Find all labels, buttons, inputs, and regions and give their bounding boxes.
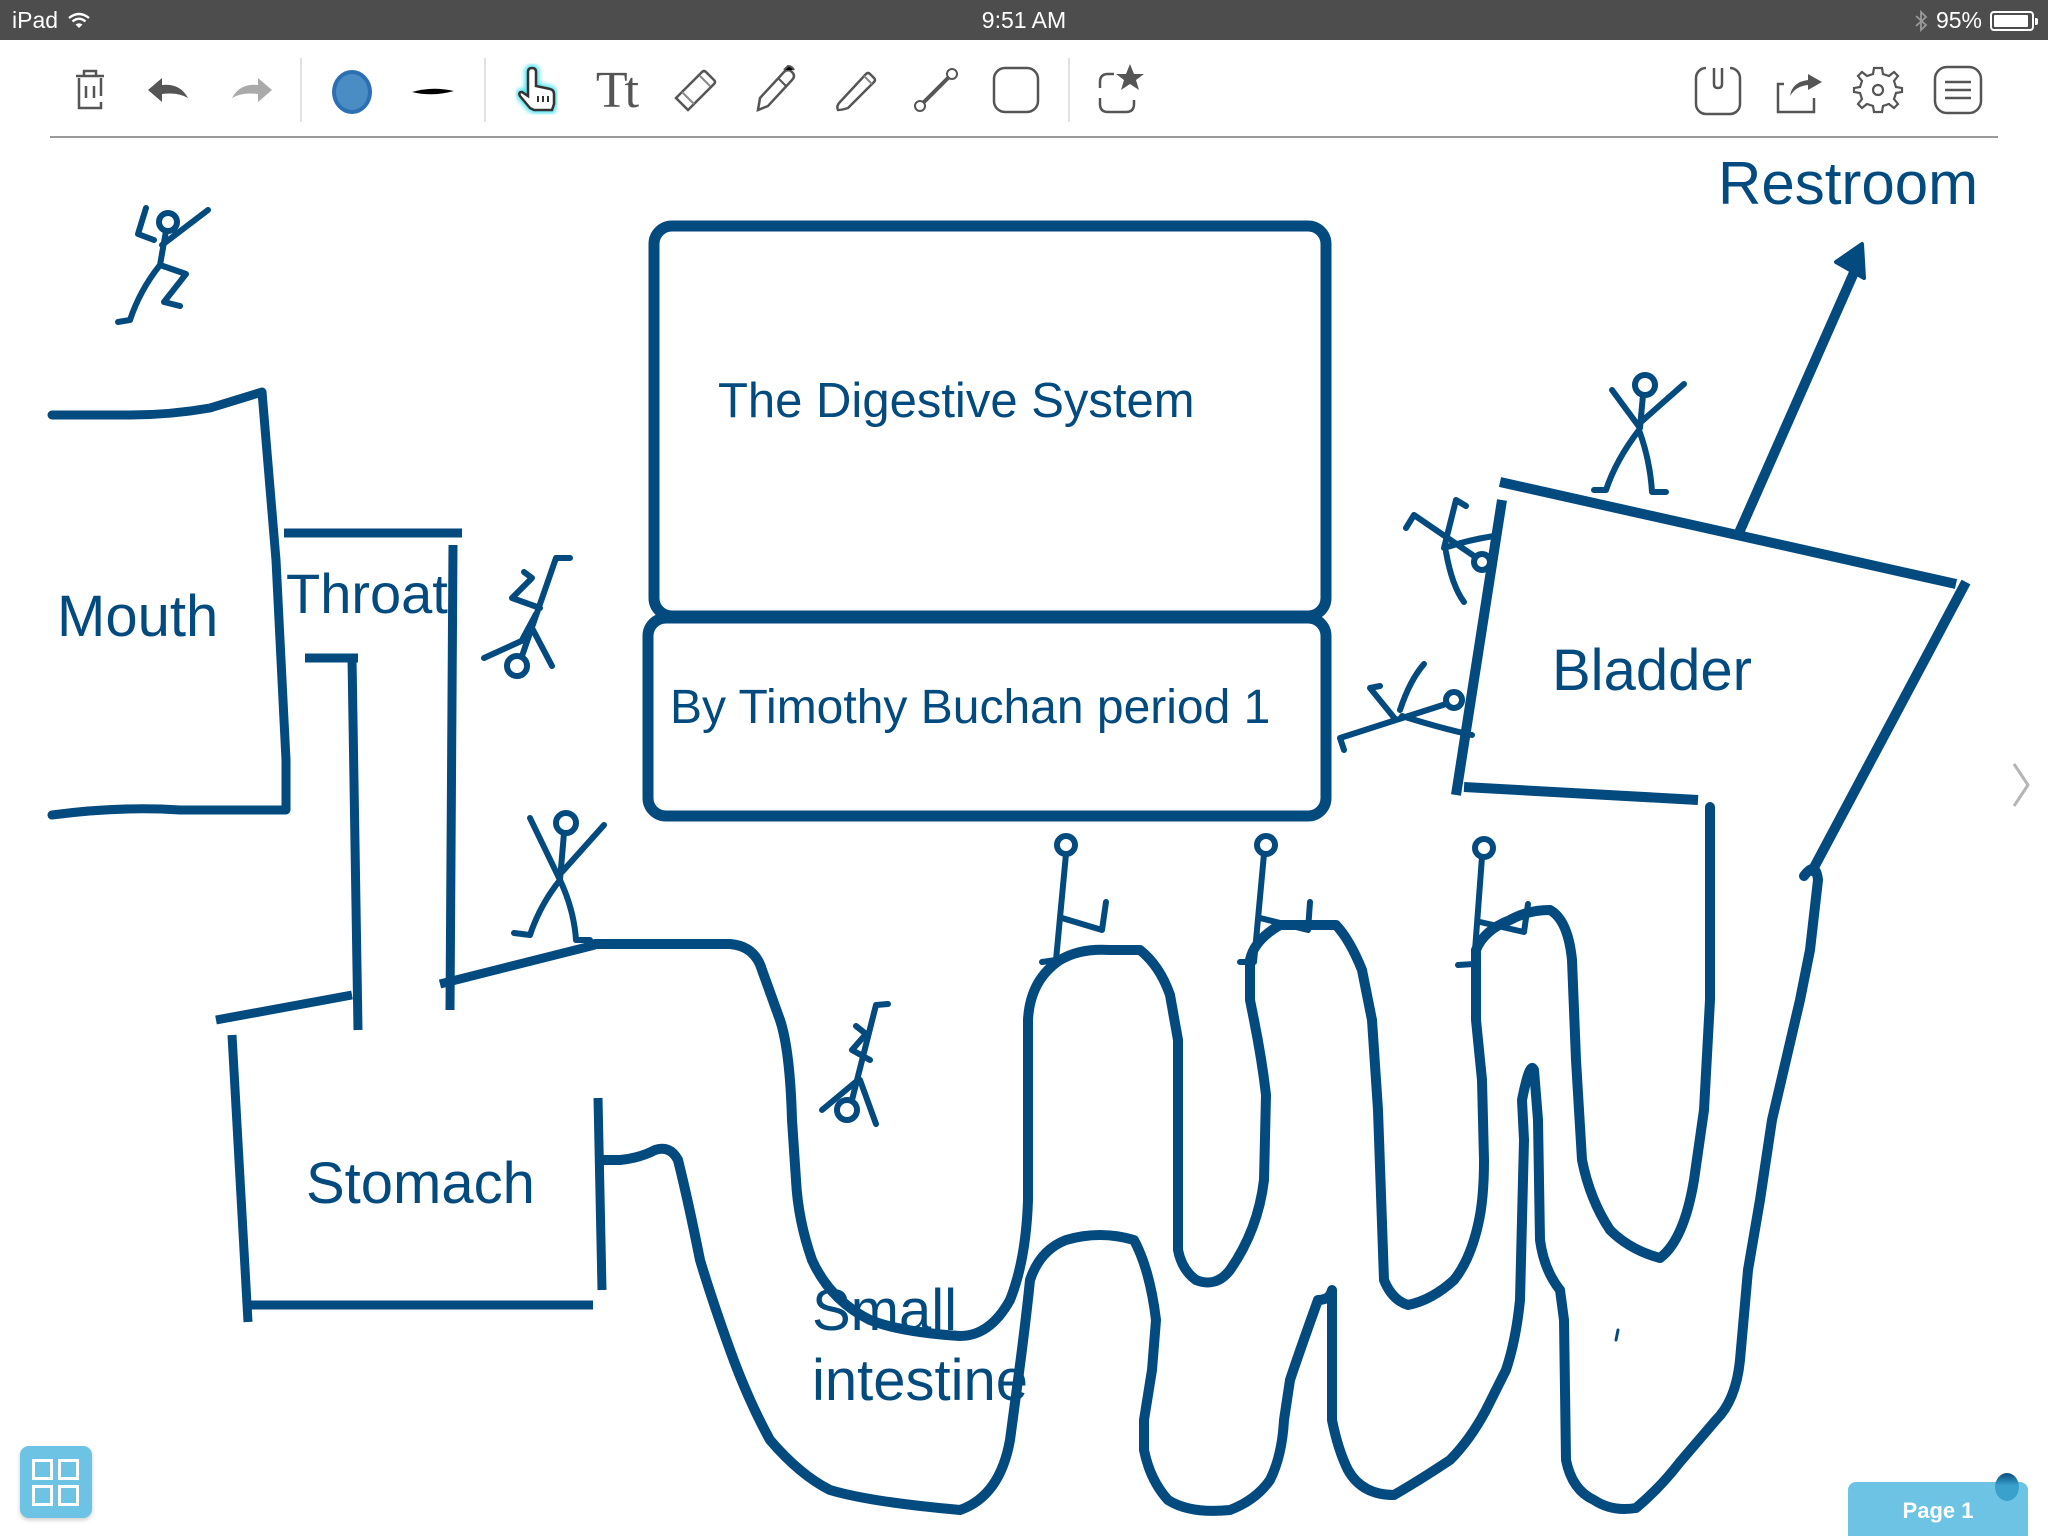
small-intestine-upper <box>590 802 1715 1341</box>
menu-button[interactable] <box>1926 58 1990 122</box>
stick-figure-climbing-2 <box>1337 661 1475 753</box>
stick-figure-sitting-1 <box>1039 833 1109 965</box>
stomach-left-wall <box>227 1034 253 1323</box>
line-tool-icon <box>914 68 958 112</box>
stick-figure-cheering-stomach <box>511 810 607 943</box>
stroke-width-icon <box>412 88 454 95</box>
line-tool-button[interactable] <box>904 58 968 122</box>
settings-button[interactable] <box>1846 58 1910 122</box>
share-icon <box>1776 74 1822 114</box>
stroke-width-button[interactable] <box>400 58 464 122</box>
device-name: iPad <box>12 7 59 33</box>
author-box <box>642 612 1332 822</box>
color-picker-button[interactable] <box>320 58 384 122</box>
toolbar: Tt <box>0 40 2048 140</box>
mouth-label: Mouth <box>57 584 219 649</box>
small-intestine-label-line2: intestine <box>812 1348 1029 1413</box>
pencil-button[interactable] <box>824 58 888 122</box>
stick-figure-cheering-bladder <box>1591 372 1687 495</box>
redo-arrow-icon <box>232 78 272 102</box>
throat-label: Throat <box>286 562 448 625</box>
shape-tool-button[interactable] <box>984 58 1048 122</box>
bladder-top <box>1498 477 1958 589</box>
author-label: By Timothy Buchan period 1 <box>670 681 1271 734</box>
color-swatch-icon <box>332 70 372 114</box>
grid-cell-icon <box>58 1459 79 1480</box>
grid-cell-icon <box>58 1485 79 1506</box>
chevron-right-icon[interactable] <box>2010 760 2034 810</box>
star-stamp-icon <box>1098 64 1144 114</box>
paperclip-icon <box>1694 64 1742 116</box>
small-intestine-label-line1: Small <box>812 1278 958 1343</box>
toolbar-divider <box>1068 58 1070 122</box>
restroom-arrow-head <box>1834 242 1866 280</box>
menu-list-icon <box>1933 65 1983 115</box>
pages-grid-button[interactable] <box>20 1446 92 1518</box>
page-indicator-dot <box>1995 1473 2019 1501</box>
restroom-arrow-shaft <box>1733 265 1861 538</box>
restroom-label: Restroom <box>1718 150 1979 217</box>
stomach-right-wall <box>593 1097 607 1291</box>
toolbar-divider-line <box>50 136 1998 138</box>
grid-cell-icon <box>32 1459 53 1480</box>
title-label: The Digestive System <box>718 374 1195 428</box>
undo-button[interactable] <box>138 58 202 122</box>
battery-icon <box>1990 10 2038 31</box>
eraser-button[interactable] <box>664 58 728 122</box>
bladder-left-wall <box>1451 499 1507 796</box>
toolbar-divider <box>300 58 302 122</box>
stick-figure-jumping <box>115 205 211 325</box>
eraser-icon <box>674 69 717 112</box>
undo-arrow-icon <box>148 78 188 102</box>
pen-button[interactable] <box>744 58 808 122</box>
wifi-icon <box>68 12 90 28</box>
stomach-label: Stomach <box>306 1151 535 1216</box>
hand-pointer-icon <box>515 64 558 114</box>
stick-figure-sitting-2 <box>1237 833 1313 965</box>
bladder-right-wall <box>1805 579 1971 878</box>
toolbar-divider <box>484 58 486 122</box>
hand-tool-button[interactable] <box>504 58 568 122</box>
stomach-top-left <box>215 990 353 1025</box>
drawing-canvas[interactable]: The Digestive System By Timothy Buchan p… <box>0 140 2048 1536</box>
pen-icon <box>756 64 796 112</box>
page-tab[interactable]: Page 1 <box>1848 1482 2028 1536</box>
trash-icon <box>76 69 104 110</box>
clock: 9:51 AM <box>981 7 1067 33</box>
gear-icon <box>1852 66 1904 114</box>
pencil-icon <box>836 71 877 112</box>
ink-layer <box>47 205 1971 1516</box>
bluetooth-icon <box>1915 9 1928 32</box>
grid-cell-icon <box>32 1485 53 1506</box>
text-tool-icon: Tt <box>595 61 639 119</box>
stick-figure-climbing-1 <box>1403 497 1497 605</box>
redo-button[interactable] <box>218 58 282 122</box>
bladder-bottom <box>1463 782 1699 805</box>
stick-figure-upside-down-intestine <box>819 1001 891 1127</box>
attach-button[interactable] <box>1686 58 1750 122</box>
bladder-label: Bladder <box>1552 638 1752 703</box>
small-intestine-lower <box>597 864 1823 1516</box>
battery-percent: 95% <box>1935 7 1982 33</box>
status-bar: iPad 9:51 AM 95% <box>0 0 2048 40</box>
stick-figure-upside-down-throat <box>481 555 573 679</box>
throat-right-wall <box>445 544 458 1011</box>
mouth-outline <box>47 387 291 820</box>
stomach-top-right <box>438 940 597 989</box>
throat-inner-wall <box>347 657 363 1031</box>
trash-button[interactable] <box>58 58 122 122</box>
ink-tick <box>1614 1328 1620 1342</box>
text-tool-button[interactable]: Tt <box>584 58 648 122</box>
stamp-button[interactable] <box>1088 58 1152 122</box>
stick-figure-sitting-3 <box>1455 836 1531 968</box>
share-button[interactable] <box>1766 58 1830 122</box>
rounded-rect-icon <box>992 66 1040 114</box>
